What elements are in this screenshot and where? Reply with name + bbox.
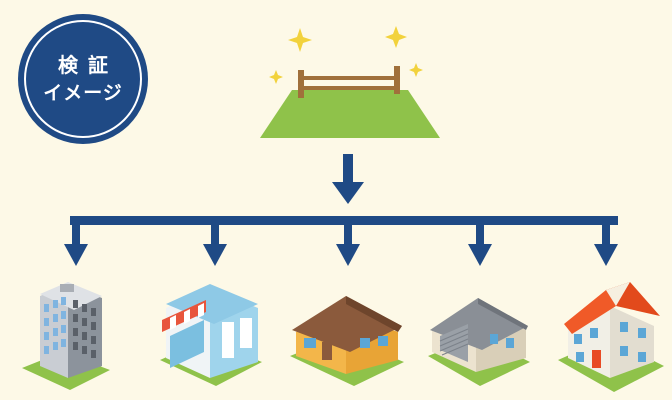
branch-arrow-icon <box>594 220 618 266</box>
office-building-icon <box>22 282 110 390</box>
single-story-house-icon <box>290 296 404 386</box>
branch-arrow-icon <box>64 220 88 266</box>
branch-arrow-icon <box>203 220 227 266</box>
verification-badge: 検証 イメージ <box>18 14 148 144</box>
vacant-land-icon <box>260 66 440 138</box>
sparkle-icon <box>269 70 283 84</box>
sparkle-icon <box>409 63 423 77</box>
sparkle-icons <box>269 26 423 84</box>
branch-arrow-icon <box>468 220 492 266</box>
branch-arrows <box>64 220 618 266</box>
two-story-house-icon <box>558 282 664 392</box>
badge-ring: 検証 イメージ <box>24 20 142 138</box>
store-building-icon <box>160 284 262 386</box>
sparkle-icon <box>288 28 312 52</box>
branch-arrow-icon <box>336 220 360 266</box>
garage-house-icon <box>428 298 530 386</box>
main-down-arrow-icon <box>332 154 364 204</box>
sparkle-icon <box>385 26 407 48</box>
badge-title: 検証 <box>58 53 118 77</box>
badge-subtitle: イメージ <box>43 82 123 104</box>
